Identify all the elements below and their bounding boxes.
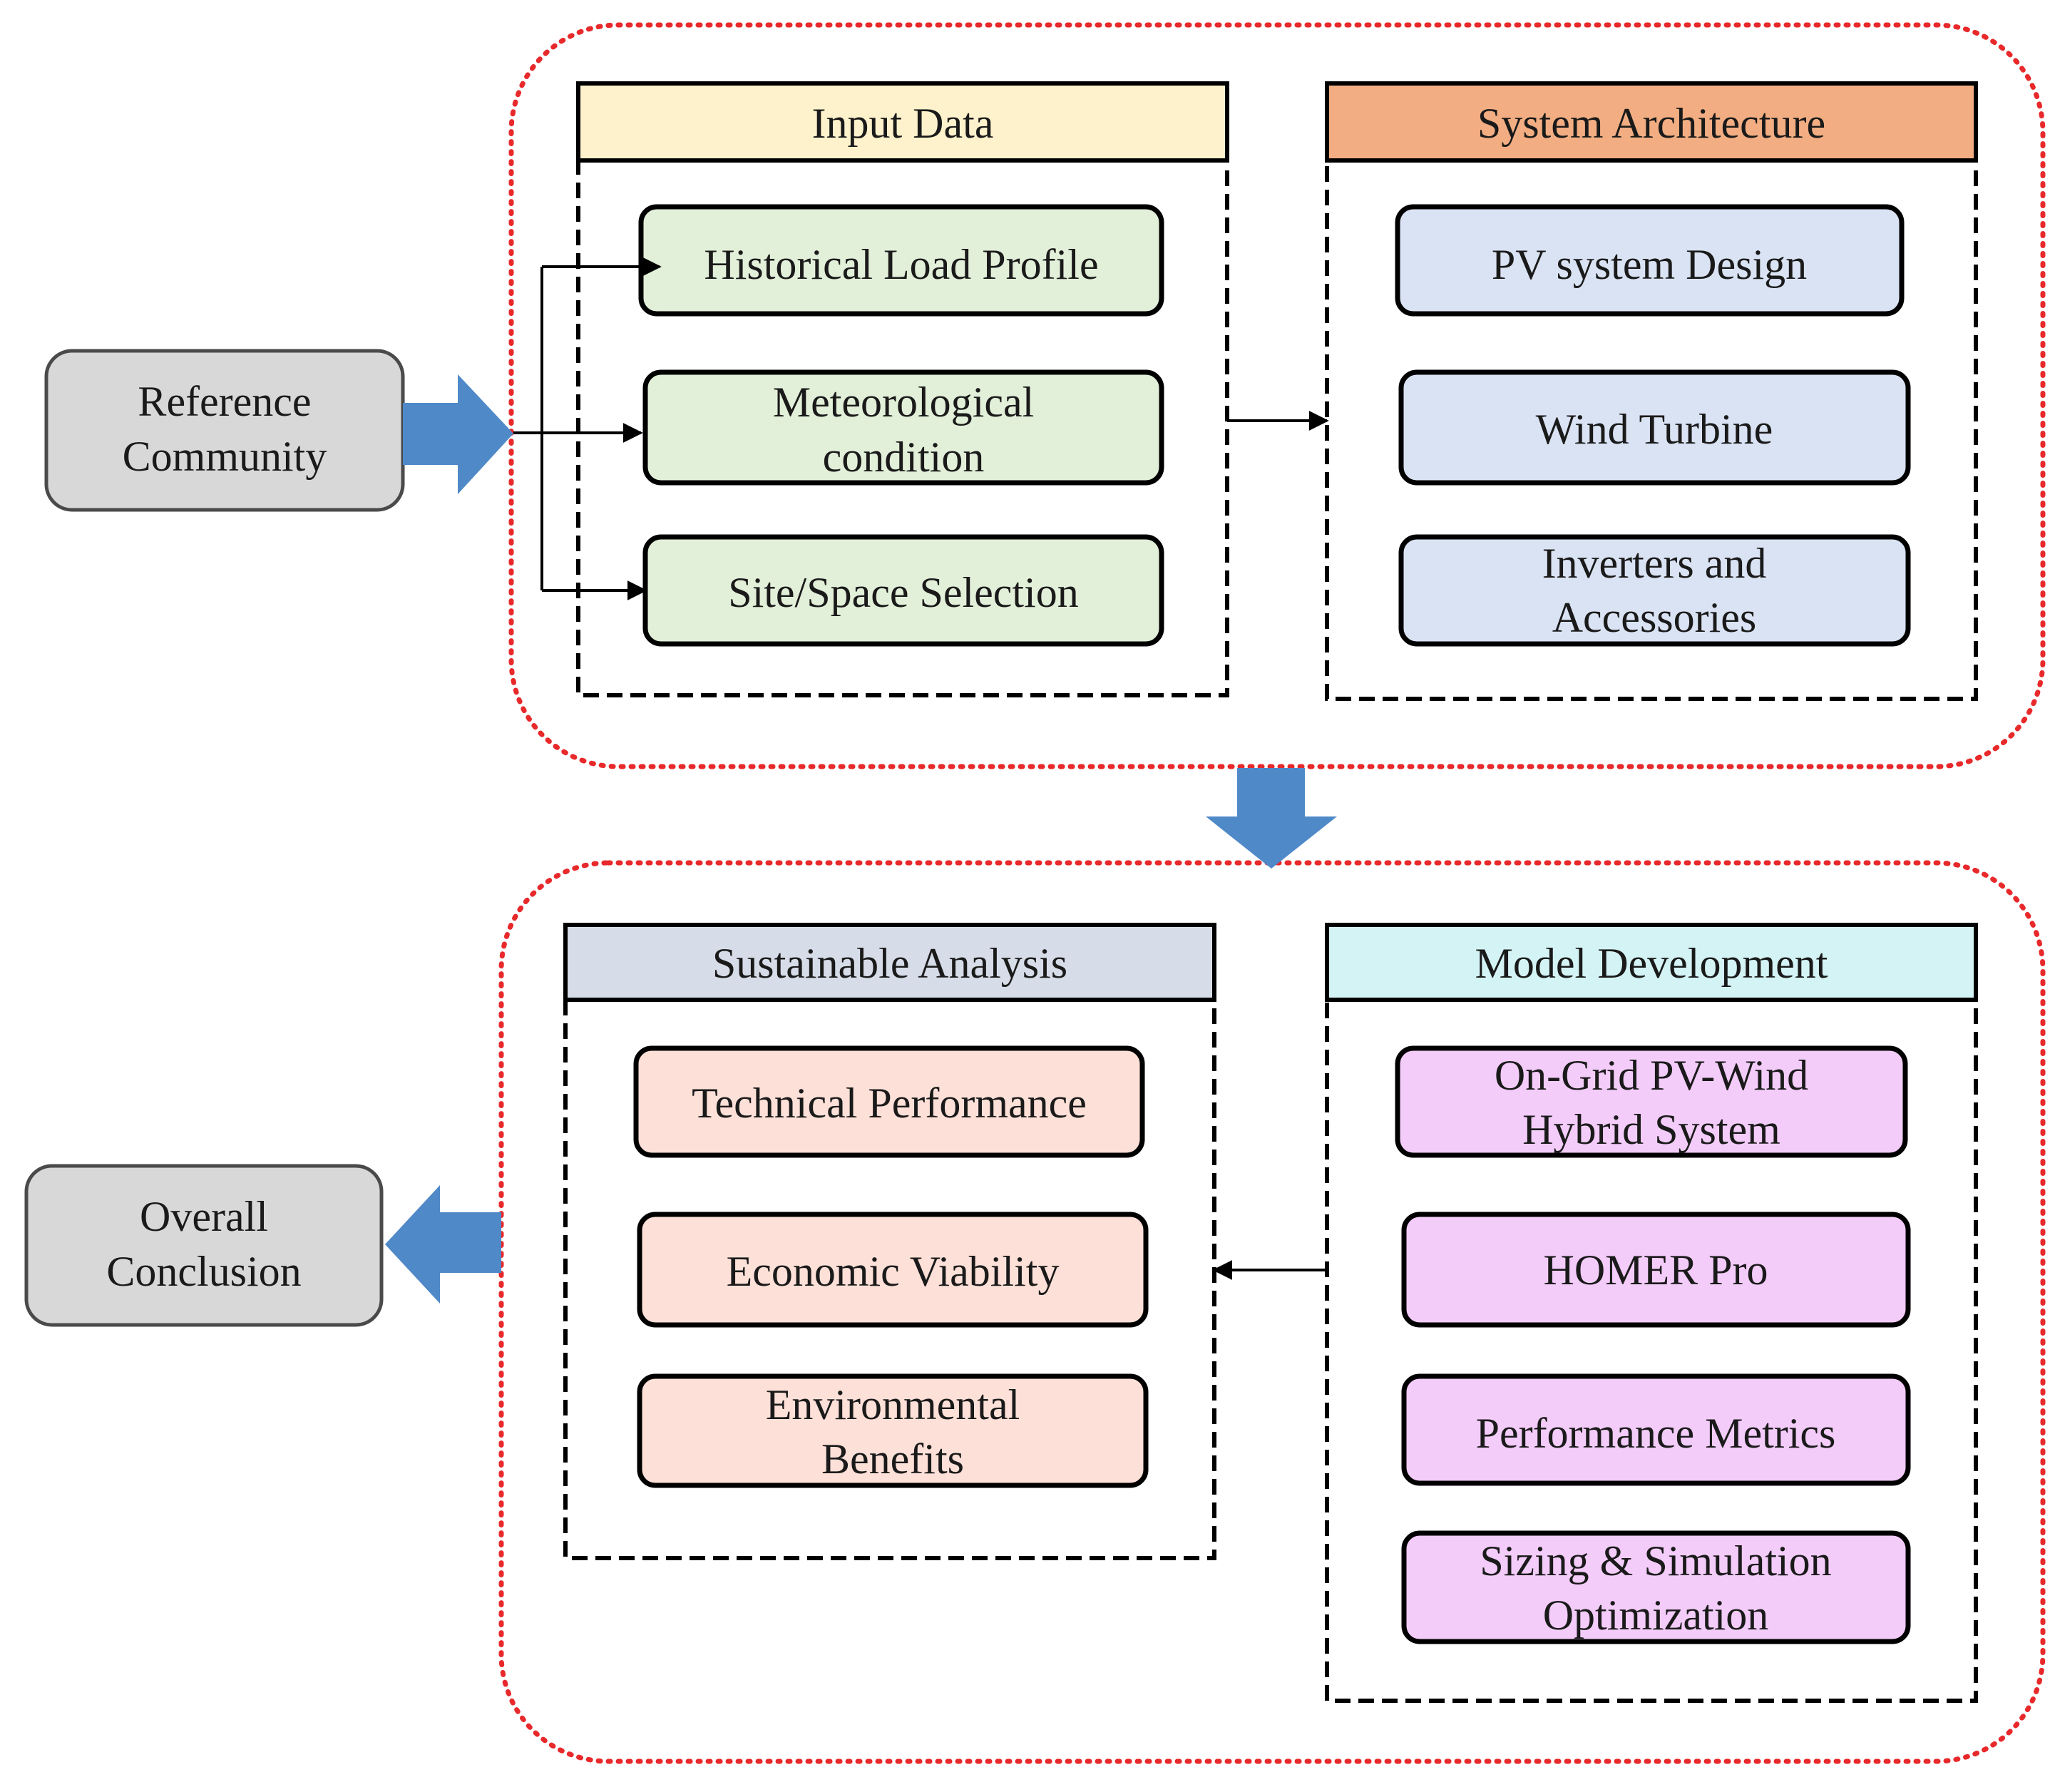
performance-metrics-box: Performance Metrics [1401,1373,1911,1486]
sustainable-analysis-title: Sustainable Analysis [712,940,1067,987]
wind-turbine-label: Wind Turbine [1536,406,1773,453]
input-data-panel [576,158,1229,697]
pv-system-design-box: PV system Design [1395,204,1905,317]
on-grid-hybrid-system-line-2: Hybrid System [1522,1106,1780,1153]
environmental-benefits-box: Environmental Benefits [637,1373,1149,1488]
system-architecture-title: System Architecture [1477,100,1825,147]
environmental-benefits-line-2: Benefits [821,1435,964,1483]
overall-conclusion-line-1: Overall [140,1193,268,1240]
overall-conclusion-line-2: Conclusion [106,1248,301,1295]
model-development-header: Model Development [1325,923,1978,1002]
inverters-accessories-box: Inverters and Accessories [1398,534,1911,647]
system-architecture-header: System Architecture [1325,81,1978,163]
sizing-simulation-line-2: Optimization [1543,1592,1769,1639]
reference-community-line-2: Community [123,433,327,480]
economic-viability-label: Economic Viability [727,1248,1060,1295]
economic-viability-box: Economic Viability [637,1212,1149,1328]
site-space-selection-box: Site/Space Selection [642,534,1164,647]
performance-metrics-label: Performance Metrics [1476,1410,1836,1457]
reference-to-input-arrow [403,374,513,494]
overall-conclusion-box: Overall Conclusion [24,1164,384,1327]
sizing-simulation-line-1: Sizing & Simulation [1480,1537,1831,1584]
site-space-selection-label: Site/Space Selection [728,569,1079,616]
technical-performance-box: Technical Performance [633,1045,1145,1158]
meteorological-condition-box: Meteorological condition [642,369,1164,486]
meteorological-condition-line-1: Meteorological [773,379,1035,426]
model-development-panel [1325,996,1978,1703]
inverters-accessories-line-2: Accessories [1552,594,1757,641]
sustainable-analysis-header: Sustainable Analysis [563,923,1216,1002]
bottom-to-conclusion-arrow [385,1185,501,1304]
on-grid-hybrid-system-box: On-Grid PV-Wind Hybrid System [1395,1045,1908,1158]
bottom-group-border [498,860,2046,1764]
input-connectors [513,257,662,600]
technical-performance-label: Technical Performance [692,1080,1087,1127]
top-to-bottom-arrow [1206,768,1337,869]
pv-system-design-label: PV system Design [1492,241,1807,288]
model-development-title: Model Development [1475,940,1828,987]
historical-load-profile-box: Historical Load Profile [638,204,1164,317]
wind-turbine-box: Wind Turbine [1398,369,1911,486]
inverters-accessories-line-1: Inverters and [1542,540,1767,587]
homer-pro-box: HOMER Pro [1401,1212,1911,1328]
reference-community-box: Reference Community [44,349,405,512]
historical-load-profile-label: Historical Load Profile [704,241,1098,288]
sizing-simulation-box: Sizing & Simulation Optimization [1401,1530,1911,1644]
environmental-benefits-line-1: Environmental [766,1381,1020,1428]
input-data-header: Input Data [576,81,1229,163]
on-grid-hybrid-system-line-1: On-Grid PV-Wind [1495,1052,1808,1099]
top-group-border [508,22,2046,769]
homer-pro-label: HOMER Pro [1543,1246,1768,1294]
meteorological-condition-line-2: condition [823,434,985,481]
input-data-title: Input Data [812,100,994,147]
reference-community-line-1: Reference [138,378,311,425]
